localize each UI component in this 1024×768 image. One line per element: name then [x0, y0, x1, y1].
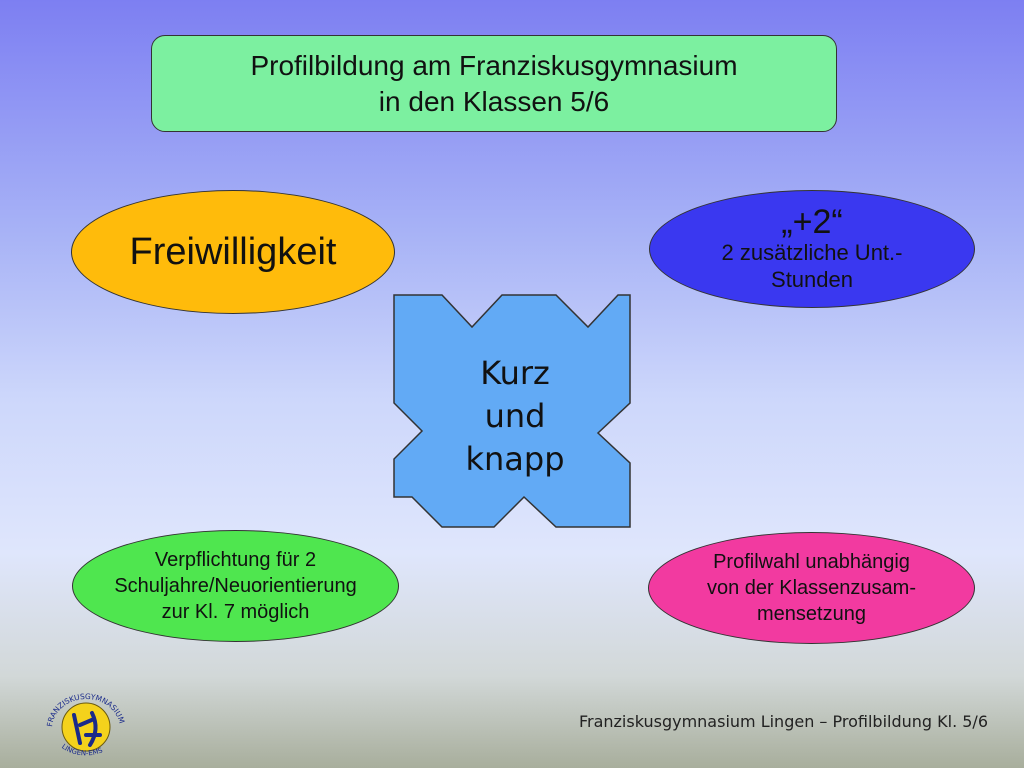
oval-plus-two-line2: 2 zusätzliche Unt.- [721, 240, 903, 265]
slide-footer: Franziskusgymnasium Lingen – Profilbildu… [578, 712, 988, 731]
oval-verpflichtung-line3: zur Kl. 7 möglich [161, 601, 310, 623]
oval-freiwilligkeit-label: Freiwilligkeit [129, 230, 337, 273]
oval-verpflichtung: Verpflichtung für 2 Schuljahre/Neuorient… [72, 530, 399, 642]
oval-verpflichtung-line2: Schuljahre/Neuorientierung [114, 575, 357, 597]
center-line3: knapp [465, 440, 565, 478]
oval-verpflichtung-line1: Verpflichtung für 2 [154, 549, 317, 571]
center-line2: und [484, 397, 546, 435]
oval-profilwahl-line3: mensetzung [757, 603, 866, 625]
oval-plus-two-heading: „+2“ [781, 203, 843, 241]
oval-plus-two-line3: Stunden [771, 267, 853, 292]
slide-title-line2: in den Klassen 5/6 [378, 85, 610, 117]
oval-plus-two: „+2“ 2 zusätzliche Unt.- Stunden [649, 190, 975, 308]
puzzle-arrows-shape [393, 294, 631, 528]
oval-profilwahl-line2: von der Klassenzusam- [707, 577, 916, 599]
slide-title-box: Profilbildung am Franziskusgymnasium in … [151, 35, 837, 132]
oval-profilwahl-line1: Profilwahl unabhängig [713, 551, 910, 573]
center-line1: Kurz [480, 354, 550, 392]
oval-profilwahl: Profilwahl unabhängig von der Klassenzus… [648, 532, 975, 644]
school-logo-icon: FRANZISKUSGYMNASIUM LINGEN-EMS [45, 692, 126, 757]
center-text: Kurz und knapp [450, 352, 580, 481]
oval-freiwilligkeit: Freiwilligkeit [71, 190, 395, 314]
slide-title-line1: Profilbildung am Franziskusgymnasium [250, 49, 738, 81]
